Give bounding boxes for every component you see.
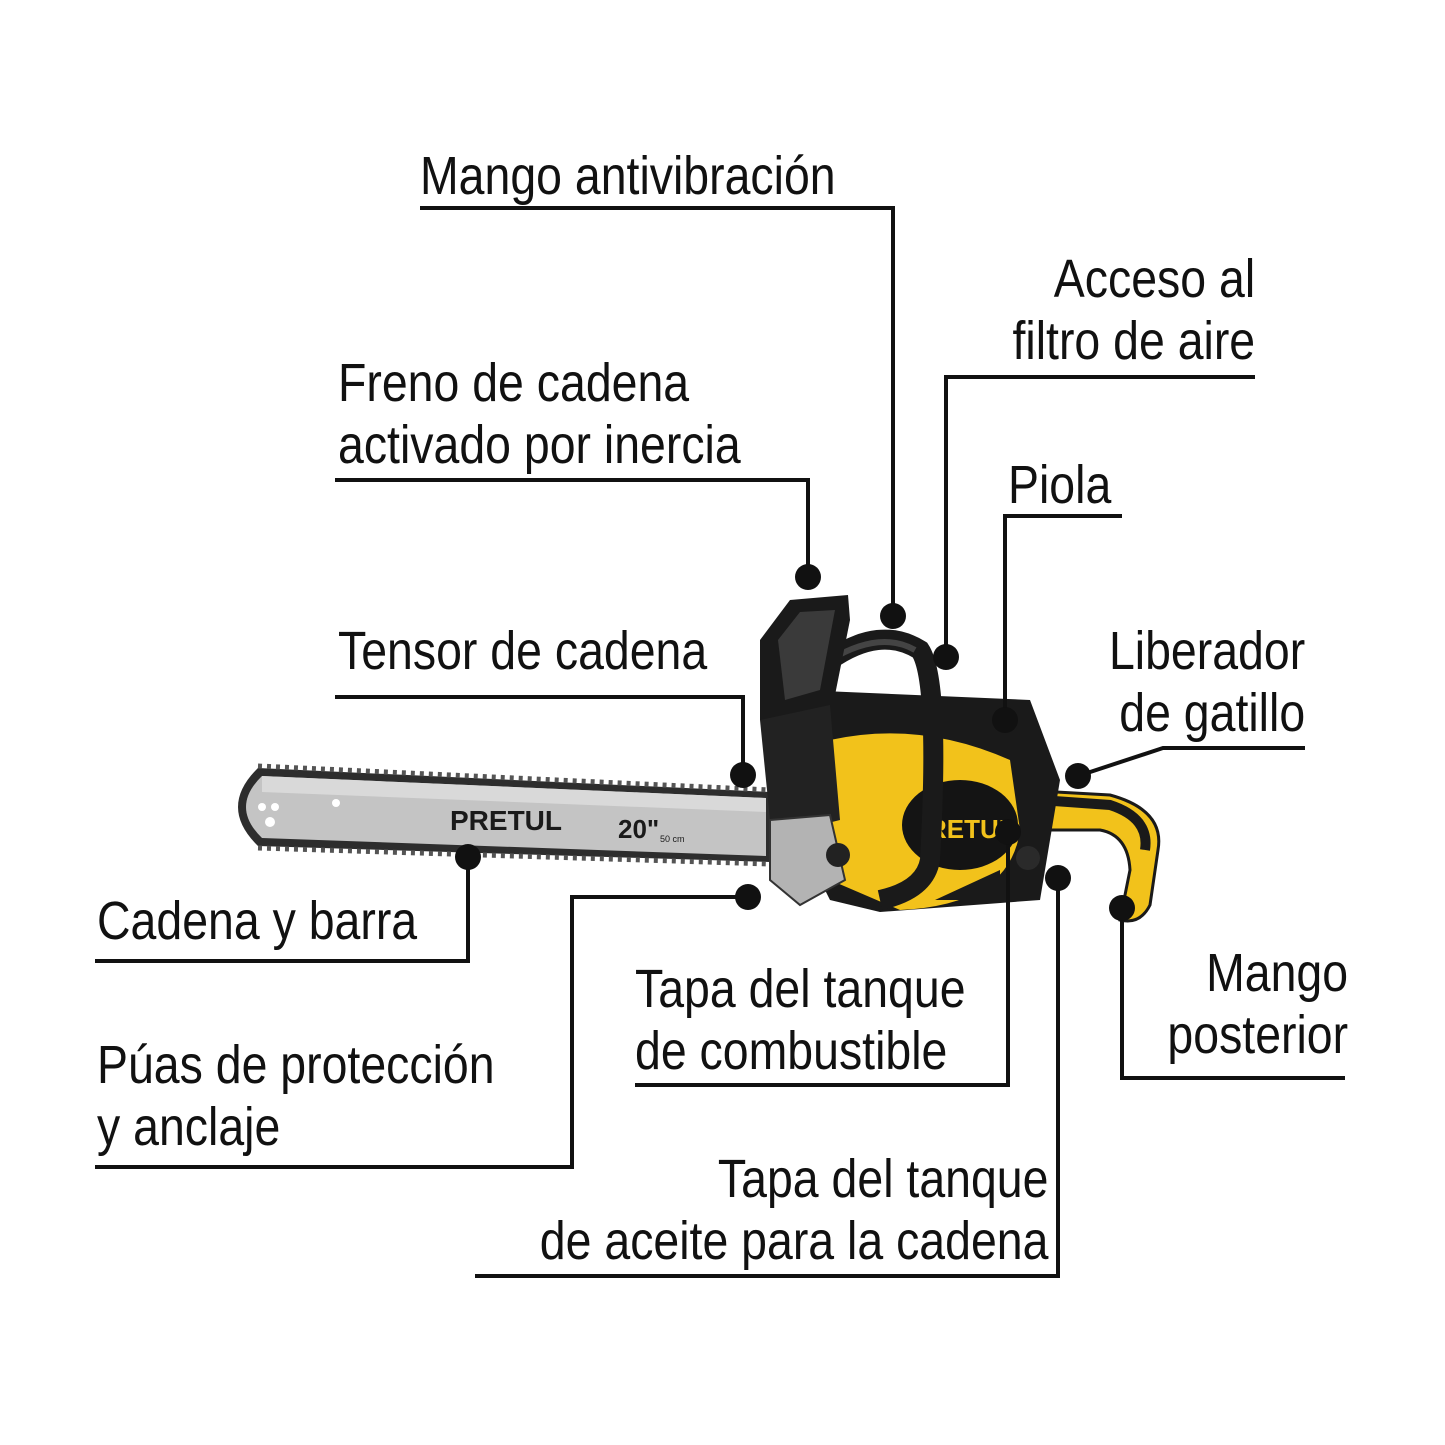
label-tensor-cadena: Tensor de cadena xyxy=(338,620,707,682)
dot-tapa-aceite xyxy=(1045,865,1071,891)
label-mango-antivibracion: Mango antivibración xyxy=(420,145,836,207)
label-line: posterior xyxy=(1167,1005,1348,1065)
label-line: de aceite para la cadena xyxy=(539,1211,1048,1271)
label-line: Piola xyxy=(1008,455,1112,515)
leader-mango-posterior xyxy=(1120,908,1345,1080)
dot-puas xyxy=(735,884,761,910)
label-puas: Púas de protección y anclaje xyxy=(97,1034,495,1158)
leader-piola xyxy=(1003,514,1122,720)
bar-brand-text: PRETUL xyxy=(450,805,562,836)
leader-mango-antivibracion xyxy=(420,206,895,616)
leader-dots xyxy=(455,564,1135,921)
dot-liberador-gatillo xyxy=(1065,763,1091,789)
dot-acceso-filtro xyxy=(933,644,959,670)
leader-acceso-filtro xyxy=(944,375,1255,657)
dot-mango-posterior xyxy=(1109,895,1135,921)
label-line: Mango xyxy=(1205,943,1348,1003)
label-line: Tensor de cadena xyxy=(338,621,708,681)
label-tapa-aceite: Tapa del tanque de aceite para la cadena xyxy=(539,1148,1048,1272)
dot-piola xyxy=(992,707,1018,733)
leader-freno-cadena xyxy=(335,478,810,577)
dot-cadena-barra xyxy=(455,844,481,870)
label-freno-cadena: Freno de cadena activado por inercia xyxy=(338,352,741,476)
label-line: activado por inercia xyxy=(338,415,741,475)
label-line: Liberador xyxy=(1108,621,1305,681)
label-piola: Piola xyxy=(1008,454,1111,516)
bar-size-text: 20" xyxy=(618,814,659,844)
label-cadena-barra: Cadena y barra xyxy=(97,890,417,952)
bucking-spikes xyxy=(769,813,847,907)
label-acceso-filtro: Acceso al filtro de aire xyxy=(1012,248,1255,372)
label-line: Tapa del tanque xyxy=(635,959,966,1019)
label-line: Mango antivibración xyxy=(420,146,836,206)
label-mango-posterior: Mango posterior xyxy=(1167,942,1348,1066)
chain-brake-guard xyxy=(760,595,850,740)
label-line: de gatillo xyxy=(1119,683,1305,743)
label-line: Freno de cadena xyxy=(338,353,690,413)
leader-lines xyxy=(95,206,1345,1278)
leader-cadena-barra xyxy=(95,857,470,963)
label-line: Púas de protección xyxy=(97,1035,495,1095)
label-line: Tapa del tanque xyxy=(717,1149,1048,1209)
leader-liberador-gatillo xyxy=(1077,746,1305,778)
leader-tensor-cadena xyxy=(335,695,745,775)
leader-tapa-combustible xyxy=(635,832,1010,1087)
label-line: Cadena y barra xyxy=(97,891,418,951)
guide-bar: PRETUL 20" 50 cm xyxy=(238,768,770,862)
leader-puas xyxy=(95,895,748,1169)
leader-tapa-aceite xyxy=(475,878,1060,1278)
label-tapa-combustible: Tapa del tanque de combustible xyxy=(635,958,966,1082)
clutch-cover xyxy=(760,705,840,830)
dot-mango-antivibracion xyxy=(880,603,906,629)
label-line: de combustible xyxy=(635,1021,948,1081)
dot-tensor-cadena xyxy=(730,762,756,788)
dot-tapa-combustible xyxy=(995,819,1021,845)
dot-freno-cadena xyxy=(795,564,821,590)
label-line: y anclaje xyxy=(97,1097,281,1157)
label-liberador-gatillo: Liberador de gatillo xyxy=(1109,620,1305,744)
label-line: Acceso al xyxy=(1053,249,1255,309)
bar-size-metric-text: 50 cm xyxy=(660,834,685,844)
label-line: filtro de aire xyxy=(1012,311,1255,371)
rear-handle xyxy=(1018,788,1161,923)
saw-chain xyxy=(257,763,771,867)
